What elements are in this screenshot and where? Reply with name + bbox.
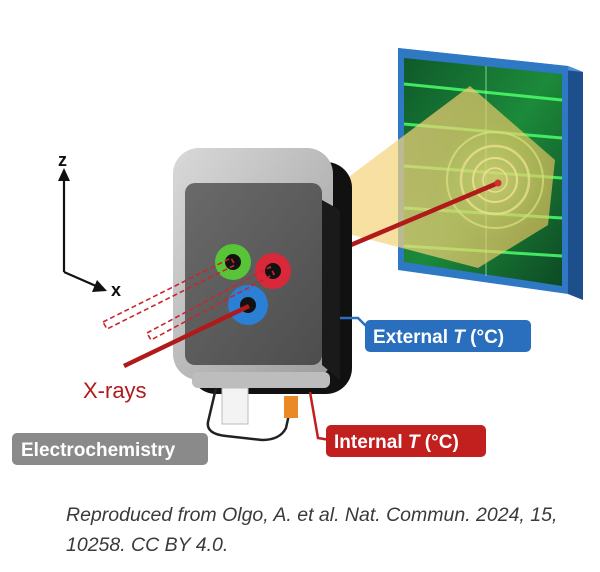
electrochemistry-label-text: Electrochemistry bbox=[21, 440, 176, 461]
internal-temperature-label: Internal T (°C) bbox=[326, 425, 486, 457]
electrochemistry-label: Electrochemistry bbox=[12, 433, 208, 465]
dashed-beam-green bbox=[101, 256, 237, 331]
detector-side bbox=[568, 66, 583, 300]
external-label-box bbox=[365, 320, 531, 352]
x-axis-arrowhead bbox=[92, 280, 107, 292]
axes: z x bbox=[58, 150, 121, 300]
x-axis-line bbox=[63, 270, 97, 288]
figure-caption: Reproduced from Olgo, A. et al. Nat. Com… bbox=[66, 504, 558, 556]
cell-shadow-edge bbox=[322, 200, 340, 380]
incident-beam bbox=[123, 303, 250, 369]
cell-face bbox=[185, 183, 322, 365]
z-axis-arrowhead bbox=[58, 168, 70, 181]
experimental-setup-diagram: z x X-rays External T (°C) Internal T (°… bbox=[12, 48, 583, 465]
cable-electrochem bbox=[206, 387, 292, 442]
external-temperature-label: External T (°C) bbox=[365, 320, 531, 352]
x-axis-label: x bbox=[111, 280, 121, 300]
xrays-label: X-rays bbox=[83, 378, 147, 403]
diffraction-cone bbox=[318, 86, 555, 268]
detector-grid-line bbox=[403, 82, 563, 102]
external-label-text: External T (°C) bbox=[373, 327, 504, 348]
connector-orange bbox=[284, 396, 298, 418]
beam-spot bbox=[494, 179, 502, 187]
z-axis-label: z bbox=[58, 150, 67, 170]
cell-bottom-lip bbox=[192, 372, 330, 388]
electrochemistry-label-box bbox=[12, 433, 208, 465]
dashed-beam-red bbox=[145, 265, 276, 342]
connector-white bbox=[221, 387, 249, 425]
alternate-beams bbox=[101, 256, 276, 342]
internal-label-text: Internal T (°C) bbox=[334, 432, 459, 453]
internal-label-box bbox=[326, 425, 486, 457]
